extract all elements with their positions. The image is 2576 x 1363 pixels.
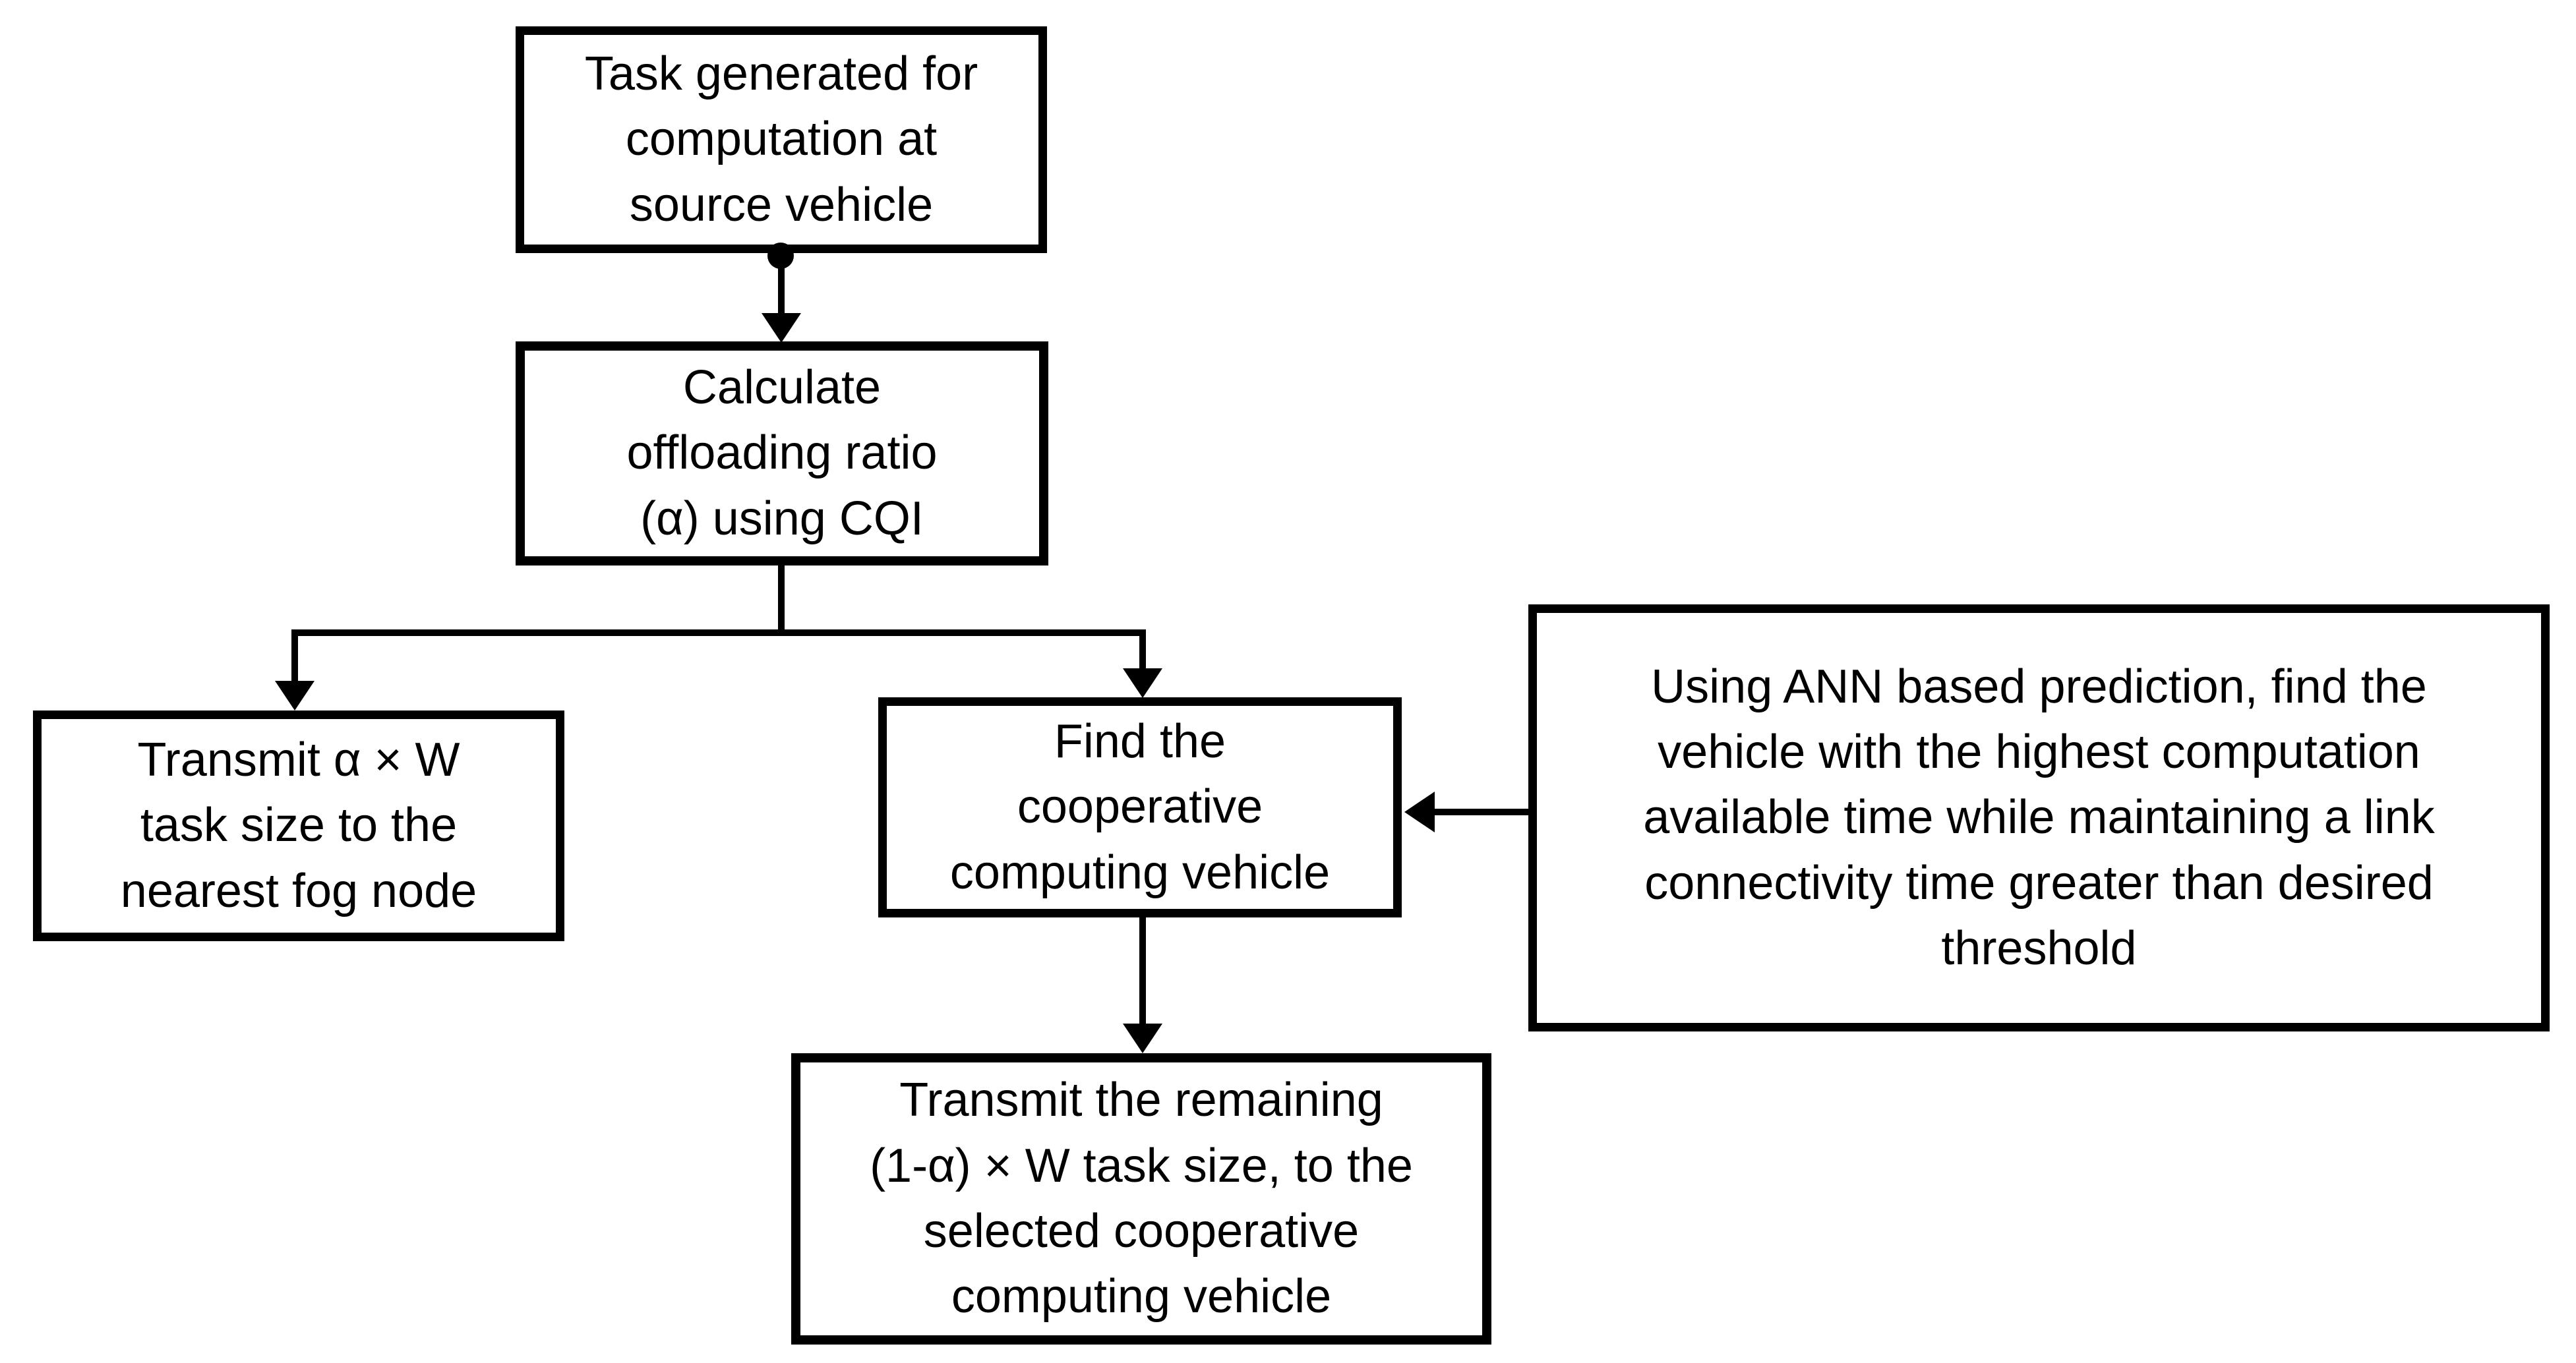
arrowhead-transmit-remaining [1123,1024,1162,1053]
connector-branch-horizontal [291,629,1146,636]
arrowhead-ann-to-find [1404,792,1435,832]
connector-find-to-transmit [1139,917,1146,1026]
node-calculate-offloading-ratio: Calculate offloading ratio (α) using CQI [516,341,1048,566]
arrowhead-calculate [762,313,801,343]
connector-task-to-calculate [778,253,785,315]
node-task-generated: Task generated for computation at source… [516,26,1047,253]
arrowhead-find-vehicle [1123,668,1162,698]
arrowhead-transmit-fog [275,681,315,710]
connector-branch-stem [778,566,785,633]
connector-branch-right [1139,629,1146,670]
node-transmit-remaining: Transmit the remaining (1-α) × W task si… [791,1053,1491,1345]
node-ann-prediction: Using ANN based prediction, find the veh… [1528,604,2550,1031]
node-transmit-to-fog: Transmit α × W task size to the nearest … [33,710,564,941]
connector-ann-to-find [1435,809,1528,815]
connector-branch-left [291,629,298,682]
node-find-cooperative-vehicle: Find the cooperative computing vehicle [878,697,1402,917]
